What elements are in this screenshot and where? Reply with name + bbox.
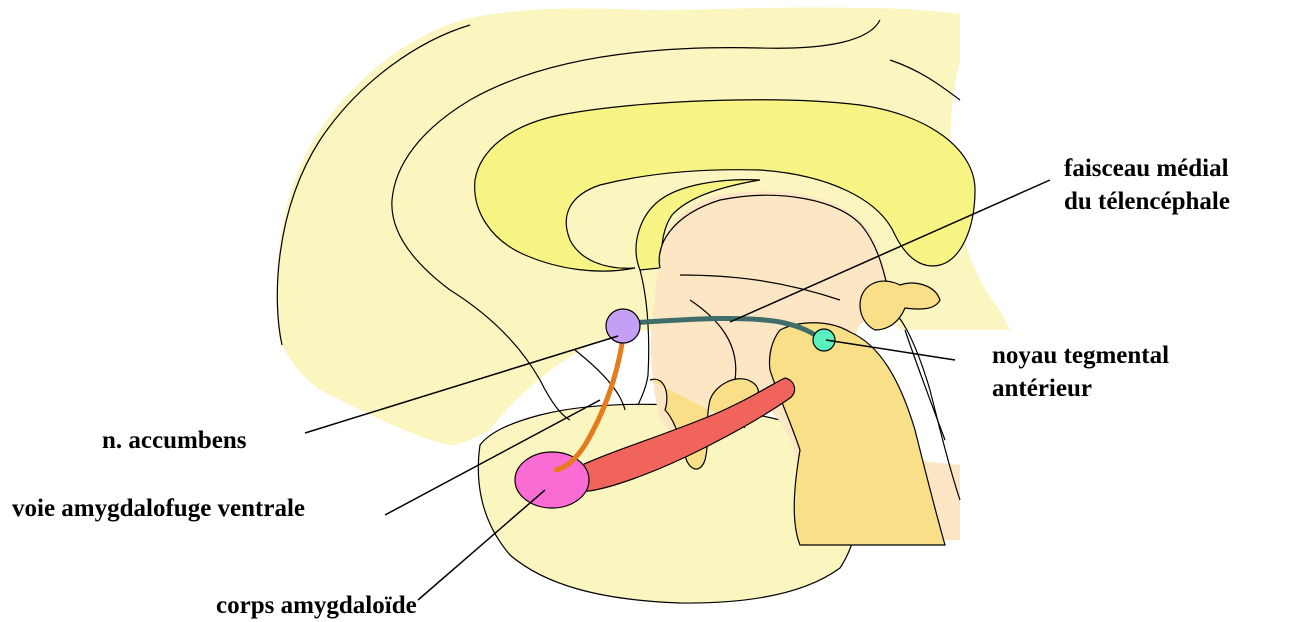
label-noyau-line1: noyau tegmental <box>992 339 1169 372</box>
label-noyau-tegmental: noyau tegmental antérieur <box>992 339 1169 405</box>
label-voie-amygdalofuge: voie amygdalofuge ventrale <box>12 492 305 525</box>
label-n-accumbens: n. accumbens <box>102 424 246 457</box>
label-noyau-line2: antérieur <box>992 372 1169 405</box>
label-corps-amygdaloide: corps amygdaloïde <box>216 589 417 622</box>
label-faisceau-medial: faisceau médial du télencéphale <box>1064 152 1230 218</box>
label-faisceau-line2: du télencéphale <box>1064 185 1230 218</box>
corps-amygdaloide-shape <box>515 452 589 508</box>
noyau-tegmental-shape <box>813 329 835 351</box>
label-faisceau-line1: faisceau médial <box>1064 152 1230 185</box>
